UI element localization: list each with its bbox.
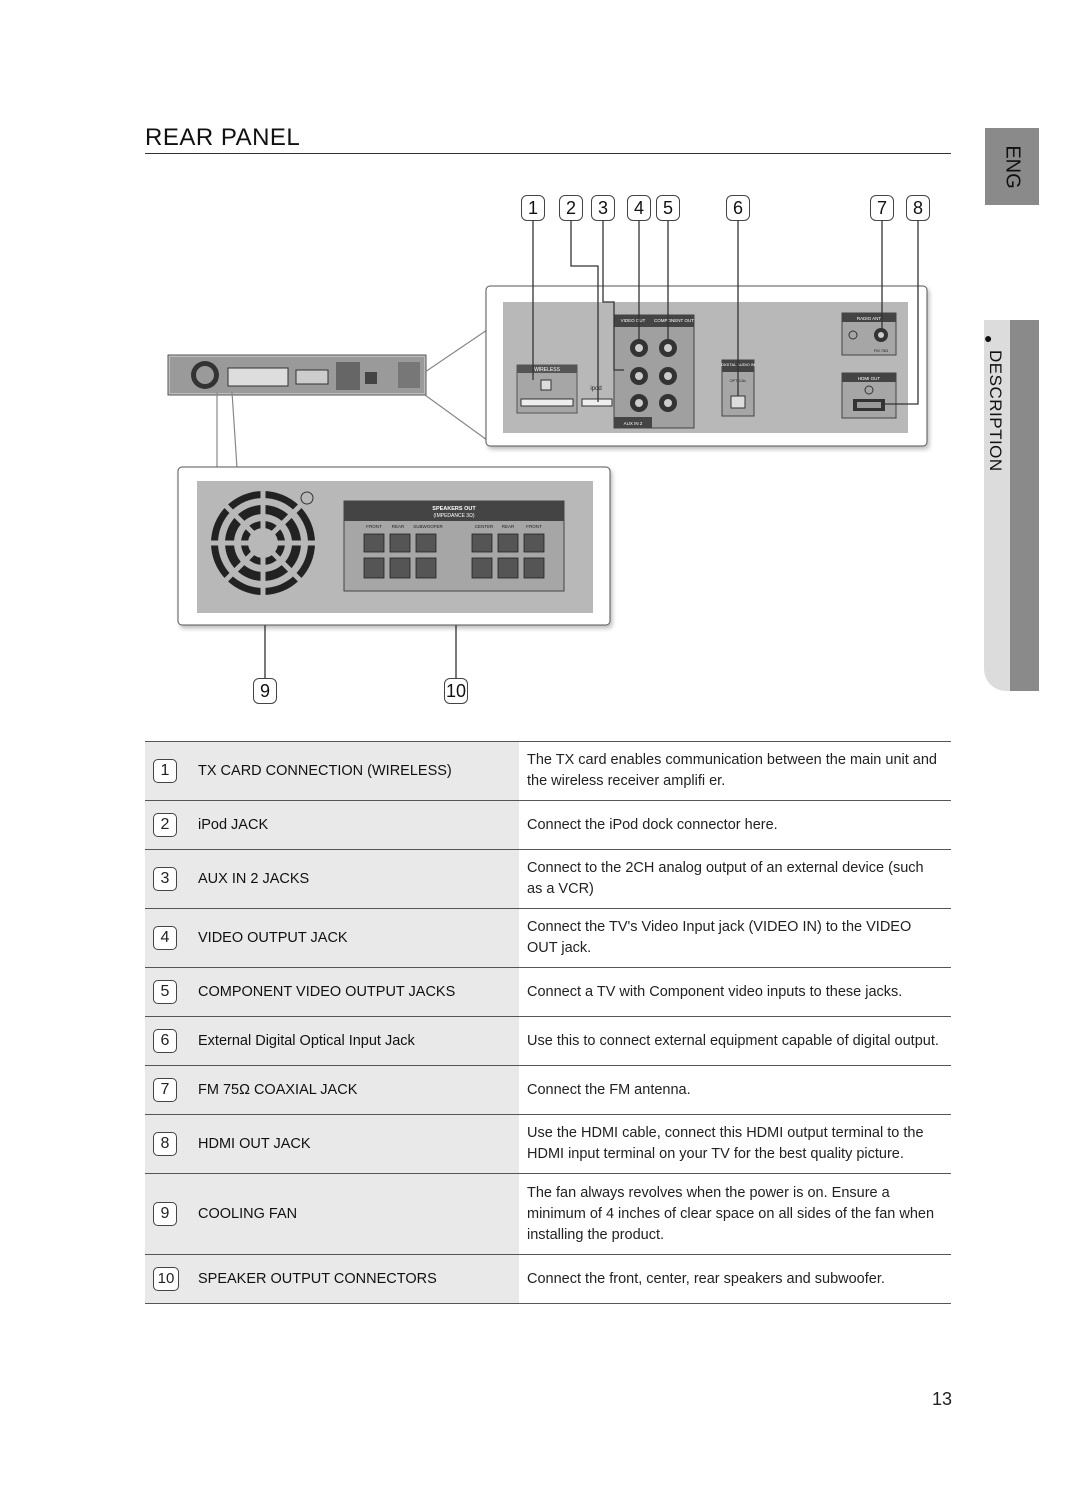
row-item: COOLING FAN [198, 1206, 298, 1222]
video-out-label: VIDEO OUT [621, 318, 646, 323]
row-description: Connect the TV's Video Input jack (VIDEO… [519, 908, 951, 968]
table-row: 10 SPEAKER OUTPUT CONNECTORS Connect the … [145, 1254, 951, 1304]
upper-zoom-panel: WIRELESS ipod VIDEO OUT COMPONENT OUT AU… [485, 285, 928, 447]
page-number: 13 [931, 1389, 952, 1409]
row-number: 8 [153, 1132, 177, 1156]
subwoofer-label: SUBWOOFER [413, 524, 443, 529]
row-number: 3 [153, 867, 177, 891]
row-item: External Digital Optical Input Jack [198, 1033, 415, 1049]
wireless-label: WIRELESS [534, 367, 561, 373]
row-description: Connect the iPod dock connector here. [519, 800, 951, 850]
rear-right-label: REAR [502, 524, 515, 529]
speakers-out-label: SPEAKERS OUT [432, 506, 476, 512]
description-table: 1 TX CARD CONNECTION (WIRELESS) The TX ca… [145, 741, 951, 1304]
table-row: 4 VIDEO OUTPUT JACK Connect the TV's Vide… [145, 908, 951, 968]
row-number: 7 [153, 1078, 177, 1102]
table-row: 9 COOLING FAN The fan always revolves whe… [145, 1173, 951, 1255]
row-number: 4 [153, 926, 177, 950]
row-description: The fan always revolves when the power i… [519, 1173, 951, 1255]
table-row: 6 External Digital Optical Input Jack Use… [145, 1016, 951, 1066]
table-row: 2 iPod JACK Connect the iPod dock connect… [145, 800, 951, 850]
row-item: TX CARD CONNECTION (WIRELESS) [198, 763, 452, 779]
row-number: 2 [153, 813, 177, 837]
row-item: HDMI OUT JACK [198, 1136, 311, 1152]
row-number: 10 [153, 1267, 179, 1291]
callout-9: 9 [253, 678, 277, 704]
hdmi-out-label: HDMI OUT [858, 376, 880, 381]
table-row: 8 HDMI OUT JACK Use the HDMI cable, conne… [145, 1114, 951, 1174]
title-rule [145, 153, 951, 154]
row-item: AUX IN 2 JACKS [198, 871, 310, 887]
center-label: CENTER [475, 524, 494, 529]
callout-10: 10 [444, 678, 468, 704]
callout-3: 3 [591, 195, 615, 221]
row-description: Use this to connect external equipment c… [519, 1016, 951, 1066]
row-number: 9 [153, 1202, 177, 1226]
rear-left-label: REAR [392, 524, 405, 529]
rear-panel-diagram: WIRELESS ipod VIDEO OUT COMPONENT OUT AU… [167, 219, 928, 678]
page-title: REAR PANEL [145, 124, 301, 151]
callout-4: 4 [627, 195, 651, 221]
front-right-label: FRONT [526, 524, 542, 529]
callout-5: 5 [656, 195, 680, 221]
row-description: Connect the front, center, rear speakers… [519, 1254, 951, 1304]
row-description: Connect a TV with Component video inputs… [519, 967, 951, 1017]
row-number: 1 [153, 759, 177, 783]
leader-lines [264, 219, 919, 678]
row-description: Connect to the 2CH analog output of an e… [519, 849, 951, 909]
row-description: The TX card enables communication betwee… [519, 741, 951, 801]
callout-6: 6 [726, 195, 750, 221]
impedance-label: (IMPEDANCE 3Ω) [434, 513, 475, 519]
row-item: iPod JACK [198, 817, 269, 833]
ipod-label: ipod [590, 386, 601, 392]
callout-7: 7 [870, 195, 894, 221]
cooling-fan-icon [207, 487, 319, 599]
callout-8: 8 [906, 195, 930, 221]
row-number: 5 [153, 980, 177, 1004]
row-item: COMPONENT VIDEO OUTPUT JACKS [198, 984, 456, 1000]
callout-2: 2 [559, 195, 583, 221]
unit-rear-overview [167, 354, 427, 396]
row-description: Connect the FM antenna. [519, 1065, 951, 1115]
component-out-label: COMPONENT OUT [654, 318, 694, 323]
radio-ant-label: RADIO ANT [857, 316, 882, 321]
table-row: 7 FM 75Ω COAXIAL JACK Connect the FM ante… [145, 1065, 951, 1115]
callout-1: 1 [521, 195, 545, 221]
row-item: FM 75Ω COAXIAL JACK [198, 1082, 358, 1098]
language-tab: ENG [985, 128, 1039, 205]
table-row: 5 COMPONENT VIDEO OUTPUT JACKS Connect a … [145, 967, 951, 1017]
row-item: SPEAKER OUTPUT CONNECTORS [198, 1271, 437, 1287]
aux-in-label: AUX IN 2 [624, 421, 643, 426]
lower-zoom-panel: SPEAKERS OUT (IMPEDANCE 3Ω) FRONT REAR S… [177, 466, 611, 626]
fm-label: FM 75Ω [874, 348, 888, 353]
row-item: VIDEO OUTPUT JACK [198, 930, 348, 946]
section-bullet-icon: ● [984, 330, 993, 346]
front-left-label: FRONT [366, 524, 382, 529]
table-row: 1 TX CARD CONNECTION (WIRELESS) The TX ca… [145, 741, 951, 801]
row-description: Use the HDMI cable, connect this HDMI ou… [519, 1114, 951, 1174]
section-tab-bar [1010, 320, 1039, 691]
table-row: 3 AUX IN 2 JACKS Connect to the 2CH analo… [145, 849, 951, 909]
row-number: 6 [153, 1029, 177, 1053]
